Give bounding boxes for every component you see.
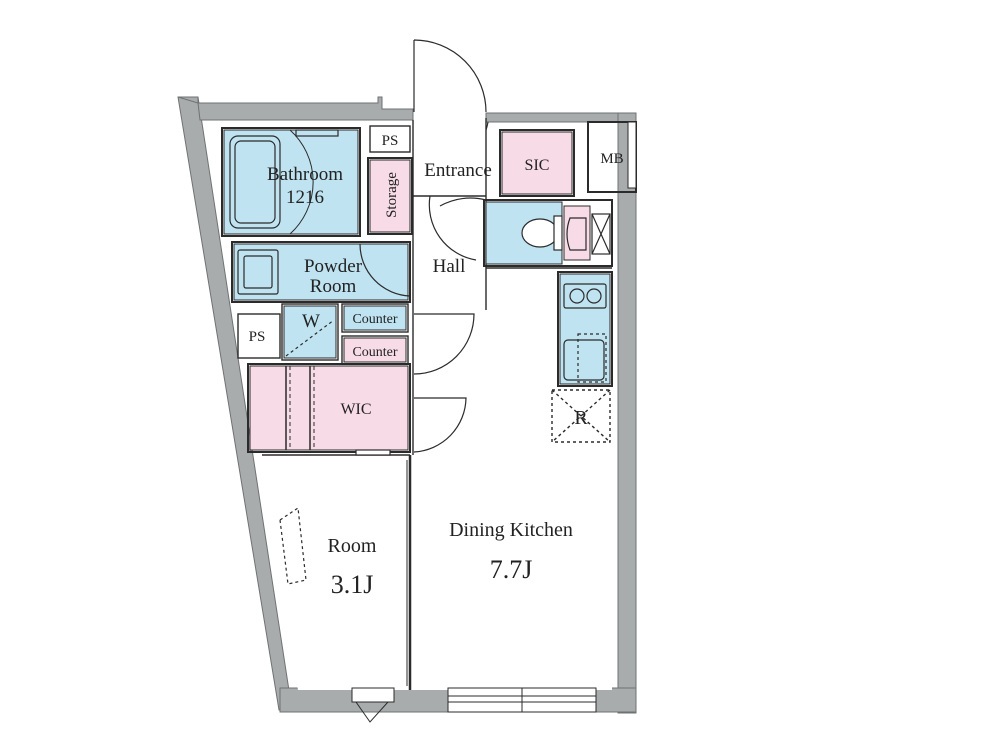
labels: Bathroom 1216 Powder Room Storage Entran… bbox=[249, 133, 624, 599]
powder-room-area bbox=[233, 243, 409, 301]
storage-areas bbox=[249, 131, 591, 451]
washer-area bbox=[283, 305, 337, 359]
room-size-label: 3.1J bbox=[331, 570, 374, 599]
ps-left-label: PS bbox=[249, 329, 266, 345]
kitchen-counter-area bbox=[559, 273, 611, 385]
sic-label: SIC bbox=[525, 157, 550, 174]
hall-label: Hall bbox=[433, 256, 466, 277]
outer-wall-top-right bbox=[485, 112, 637, 123]
storage-label: Storage bbox=[384, 172, 400, 218]
counter-upper-area bbox=[343, 305, 407, 331]
windows bbox=[351, 121, 637, 723]
toilet-icon bbox=[521, 215, 563, 251]
ps-top-label: PS bbox=[382, 133, 399, 149]
counter-lower-label: Counter bbox=[352, 345, 397, 360]
wic-area bbox=[249, 365, 409, 451]
counter-lower-area bbox=[343, 337, 407, 363]
fixtures bbox=[229, 129, 611, 585]
kitchen-sink-icon bbox=[563, 339, 605, 381]
outer-wall-top-left bbox=[177, 96, 414, 121]
entrance-label: Entrance bbox=[424, 160, 492, 181]
dining-kitchen-label: Dining Kitchen bbox=[449, 519, 573, 541]
powder-room-label-line2: Room bbox=[310, 276, 357, 297]
washer-label: W bbox=[302, 311, 320, 332]
dining-kitchen-size-label: 7.7J bbox=[490, 555, 533, 584]
stove-icon bbox=[563, 283, 607, 309]
powder-room-label-line1: Powder bbox=[304, 256, 363, 277]
bathroom-size-label: 1216 bbox=[286, 187, 324, 208]
toilet-sink-icon bbox=[566, 217, 587, 251]
counter-upper-label: Counter bbox=[352, 312, 397, 327]
mb-label: MB bbox=[600, 151, 623, 167]
bathroom-label: Bathroom bbox=[267, 164, 343, 185]
sic-area bbox=[501, 131, 573, 195]
outer-wall-right bbox=[617, 112, 637, 714]
fridge-label: R bbox=[574, 407, 588, 429]
window-mb-side bbox=[627, 121, 637, 189]
window-room bbox=[351, 687, 395, 703]
doors bbox=[355, 39, 489, 686]
entrance-door-icon bbox=[413, 39, 487, 113]
bathroom-area bbox=[223, 129, 359, 235]
bathtub-icon bbox=[229, 135, 281, 229]
storage-area bbox=[369, 159, 411, 233]
room-label: Room bbox=[328, 535, 377, 557]
wic-label: WIC bbox=[340, 401, 371, 418]
wash-basin-icon bbox=[237, 249, 279, 295]
